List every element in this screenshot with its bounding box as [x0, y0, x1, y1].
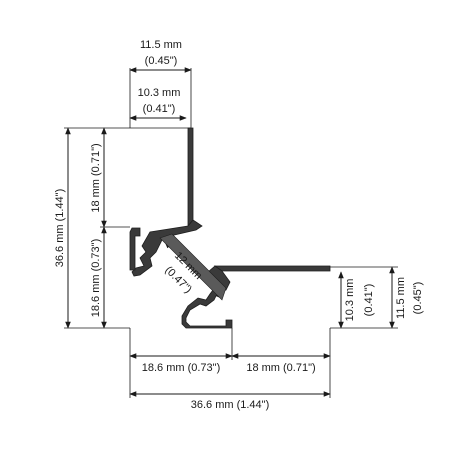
bottom-right-label: 18 mm (0.71"): [246, 362, 315, 374]
right-inner-mm-label: 10.3 mm: [344, 279, 356, 322]
top-outer-mm-label: 11.5 mm: [140, 39, 182, 51]
profile-vertical-wall: [187, 127, 194, 228]
extension-lines: [64, 68, 398, 398]
bottom-left-label: 18.6 mm (0.73"): [142, 362, 221, 374]
profile-diagonal-seat: [159, 233, 227, 301]
left-total-label: 36.6 mm (1.44"): [54, 189, 66, 268]
right-outer-in-label: (0.45"): [412, 282, 424, 315]
profile-left-channel: [131, 219, 203, 277]
dimension-labels: 11.5 mm (0.45") 10.3 mm (0.41") 36.6 mm …: [54, 39, 424, 411]
profile-horizontal-wall: [213, 265, 331, 272]
profile-left-lip: [129, 227, 141, 271]
top-inner-mm-label: 10.3 mm: [138, 87, 181, 99]
top-outer-in-label: (0.45"): [145, 55, 178, 67]
aluminium-profile: [129, 127, 331, 329]
left-upper-label: 18 mm (0.71"): [90, 143, 102, 212]
right-inner-in-label: (0.41"): [363, 284, 375, 317]
top-inner-in-label: (0.41"): [143, 103, 176, 115]
right-outer-mm-label: 11.5 mm: [395, 277, 407, 319]
bottom-total-label: 36.6 mm (1.44"): [191, 399, 270, 411]
left-lower-label: 18.6 mm (0.73"): [90, 239, 102, 318]
dimension-lines: [65, 67, 395, 397]
